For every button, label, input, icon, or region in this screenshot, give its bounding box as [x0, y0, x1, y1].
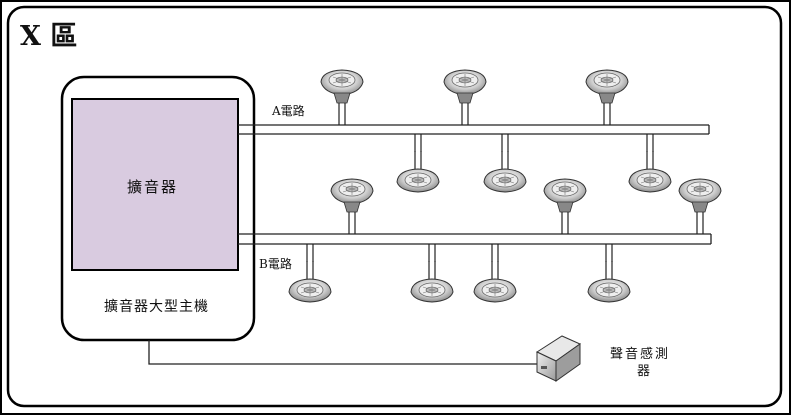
sensor-wire	[148, 340, 540, 365]
circuit-b-label: B電路	[259, 257, 292, 271]
sensor-label-line1: 聲音感測	[610, 347, 671, 362]
sensor-label-line2: 器	[637, 364, 651, 379]
zone-title: X 區	[20, 21, 78, 52]
amplifier-label: 擴音器	[127, 178, 179, 196]
circuit-b-bus	[238, 233, 712, 245]
circuit-a-bus	[238, 124, 710, 135]
host-label: 擴音器大型主機	[104, 299, 209, 315]
circuit-a-label: A電路	[272, 104, 305, 118]
sound-sensor	[535, 335, 582, 382]
amplifier-box	[71, 98, 239, 271]
